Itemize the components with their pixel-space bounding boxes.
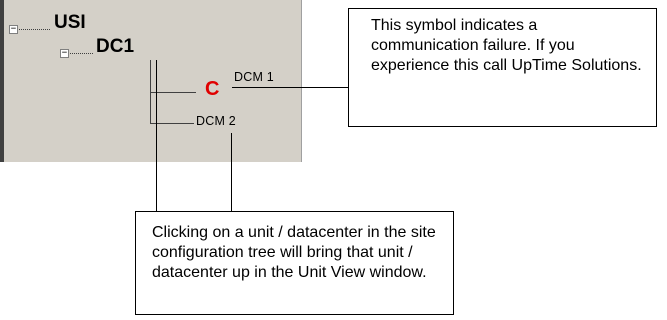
tree-connector-line [19,29,50,30]
tree-panel-border [0,0,4,162]
tree-connector-line [70,53,93,54]
click-instruction-callout: Clicking on a unit / datacenter in the s… [135,211,454,315]
collapse-icon[interactable]: − [60,48,69,58]
site-configuration-tree: − USI − DC1 C DCM 1 DCM 2 [0,0,304,162]
tree-node-dc1[interactable]: DC1 [96,36,135,57]
callout-pointer-line [231,133,232,211]
tree-node-usi[interactable]: USI [54,12,86,33]
failure-callout: This symbol indicates a communication fa… [348,8,657,127]
tree-panel-border [301,0,304,162]
callout-pointer-line [232,87,348,88]
tree-connector-line [150,123,194,124]
tree-node-dcm1[interactable]: DCM 1 [234,70,274,84]
callout-pointer-line [156,60,157,211]
tree-node-dcm2[interactable]: DCM 2 [196,114,236,128]
collapse-icon[interactable]: − [9,24,18,34]
tree-connector-line [150,92,196,93]
communication-failure-icon: C [205,78,220,100]
